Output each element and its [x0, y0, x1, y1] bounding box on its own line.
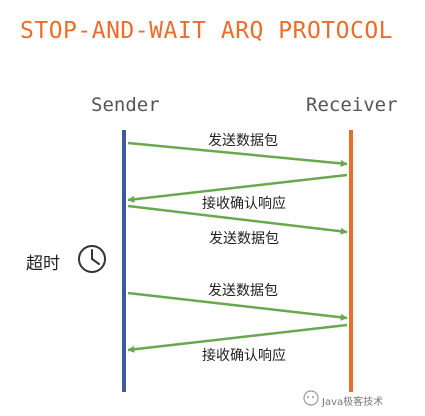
timeout-label: 超时 [26, 254, 60, 274]
sender-label: Sender [91, 94, 160, 116]
send-arrow-3 [127, 291, 348, 321]
diagram-title: STOP-AND-WAIT ARQ PROTOCOL [20, 18, 394, 44]
clock-icon [78, 245, 106, 273]
watermark-logo [303, 390, 319, 406]
message-label-send-1: 发送数据包 [208, 133, 278, 149]
send-arrow-2 [127, 204, 348, 235]
send-arrow-1 [127, 141, 348, 167]
receiver-label: Receiver [306, 94, 398, 116]
ack-arrow-1 [127, 173, 348, 203]
message-label-send-3: 发送数据包 [208, 283, 278, 299]
message-label-ack-2: 接收确认响应 [202, 348, 286, 364]
watermark-text: Java极客技术 [322, 397, 384, 408]
message-label-send-2: 发送数据包 [209, 231, 279, 247]
ack-arrow-2 [127, 323, 348, 353]
message-label-ack-1: 接收确认响应 [202, 196, 286, 212]
